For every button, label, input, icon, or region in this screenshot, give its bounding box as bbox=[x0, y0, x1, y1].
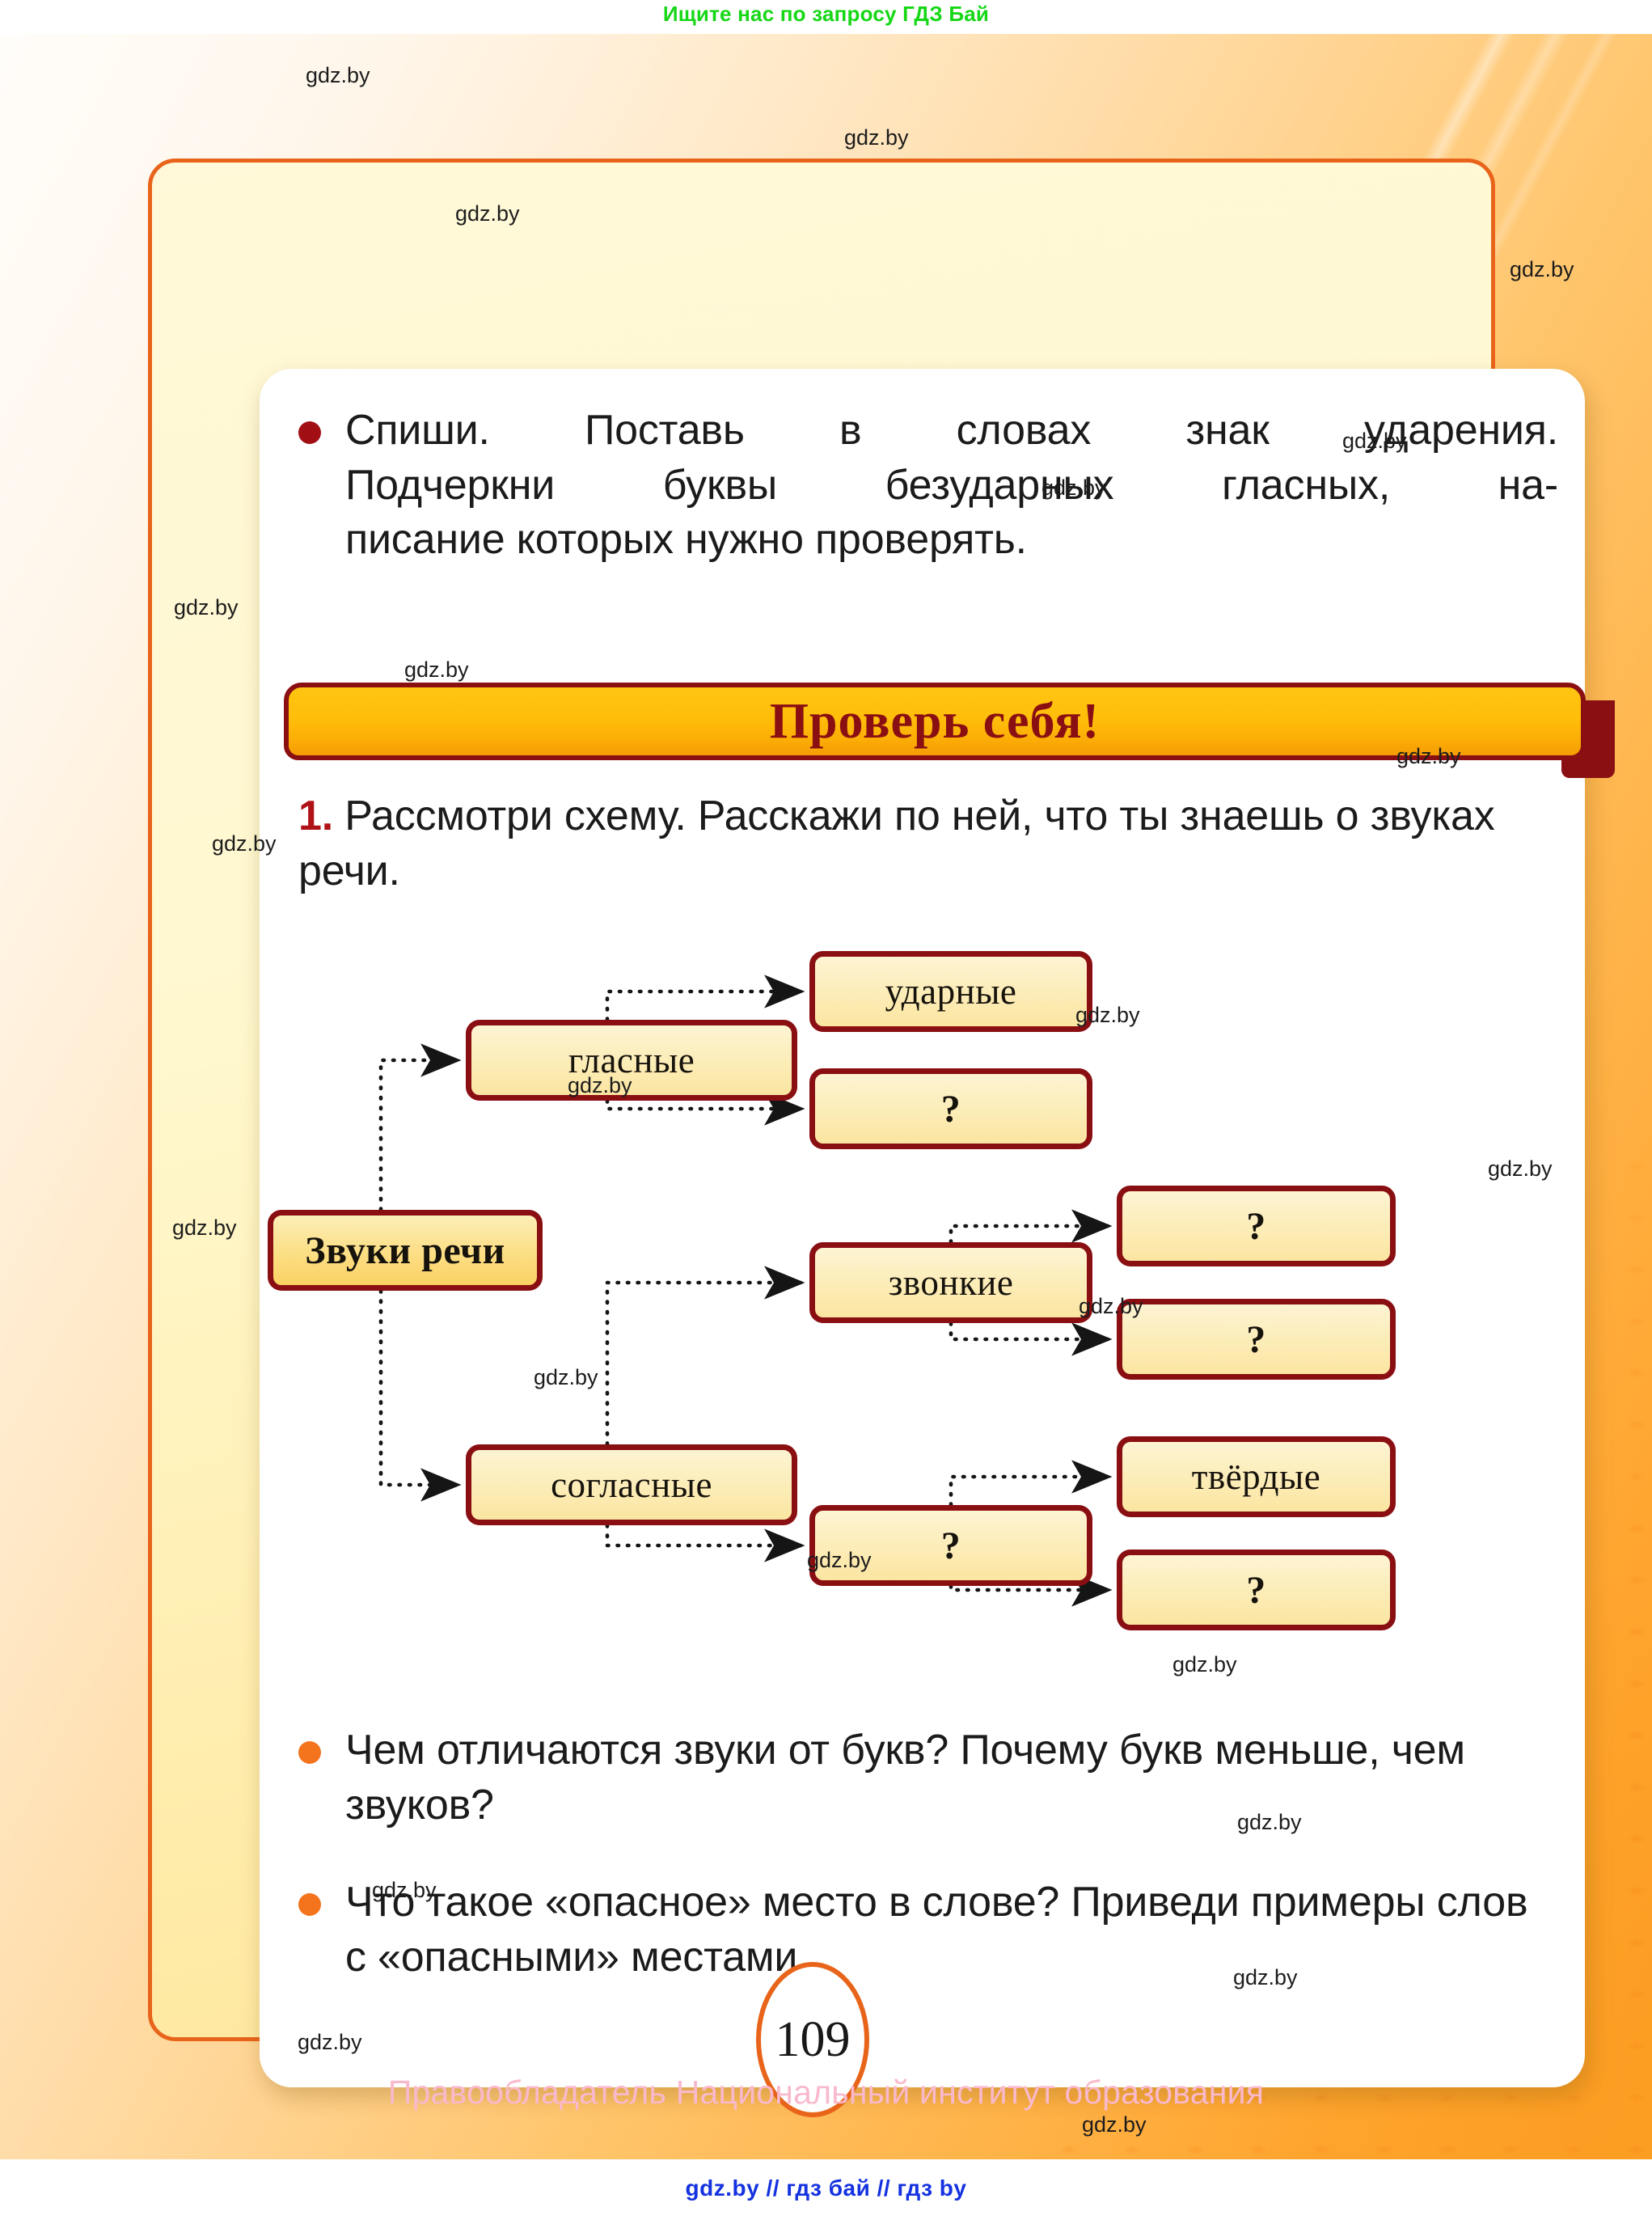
diagram-node-vowels-label: гласные bbox=[568, 1040, 695, 1080]
diagram-node-voiced-sub-2-label: ? bbox=[1246, 1317, 1266, 1361]
diagram-node-consonants-label: согласные bbox=[551, 1465, 712, 1505]
diagram-node-hard-label: твёрдые bbox=[1191, 1457, 1321, 1497]
task-1-text: 1. Рассмотри схему. Расскажи по ней, что… bbox=[298, 789, 1560, 898]
instruction-bullet-item: Спиши. Поставь в словах знак ударения. П… bbox=[298, 404, 1560, 568]
promo-text: Ищите нас по запросу ГДЗ Бай bbox=[662, 2, 990, 26]
instruction-line-2: Подчеркни буквы безударных гласных, на- bbox=[345, 461, 1558, 509]
question-bullet-item-2: Что такое «опасное» место в слове? Приве… bbox=[298, 1875, 1560, 1985]
promo-strip: Ищите нас по запросу ГДЗ Бай bbox=[0, 0, 1652, 34]
diagram-node-root: Звуки речи bbox=[268, 1210, 543, 1291]
diagram-node-voiced: звонкие bbox=[809, 1242, 1092, 1323]
diagram-node-voiced-sub-2: ? bbox=[1117, 1299, 1396, 1380]
diagram-node-root-label: Звуки речи bbox=[305, 1228, 505, 1272]
diagram-node-soft-blank: ? bbox=[1117, 1550, 1396, 1630]
task-1-body: Рассмотри схему. Расскажи по ней, что ты… bbox=[298, 793, 1495, 894]
task-1-number: 1. bbox=[298, 793, 333, 839]
diagram-node-voiceless-label: ? bbox=[940, 1524, 961, 1567]
diagram-node-stressed: ударные bbox=[809, 951, 1092, 1032]
diagram-node-voiced-label: звонкие bbox=[888, 1262, 1014, 1303]
edge-vowels-unstressed bbox=[605, 1092, 805, 1126]
edge-voiced-q2 bbox=[949, 1321, 1113, 1356]
diagram-node-soft-label: ? bbox=[1246, 1568, 1266, 1612]
bullet-dot-icon bbox=[298, 421, 321, 444]
instruction-line-3: писание которых нужно проверять. bbox=[345, 516, 1027, 564]
content-card: Спиши. Поставь в словах знак ударения. П… bbox=[260, 369, 1615, 2087]
diagram-node-voiced-sub-1-label: ? bbox=[1246, 1204, 1266, 1248]
diagram-node-unstressed-label: ? bbox=[940, 1087, 961, 1131]
edge-voiceless-hard bbox=[949, 1460, 1113, 1507]
instruction-line-1: Спиши. Поставь в словах знак ударения. bbox=[345, 407, 1558, 454]
edge-voiced-q1 bbox=[949, 1209, 1113, 1245]
diagram-node-voiced-sub-1: ? bbox=[1117, 1186, 1396, 1266]
question-bullet-text-2: Что такое «опасное» место в слове? Приве… bbox=[345, 1879, 1528, 1981]
diagram-node-stressed-label: ударные bbox=[885, 971, 1017, 1012]
instruction-text-block: Спиши. Поставь в словах знак ударения. П… bbox=[345, 404, 1558, 568]
diagram-node-consonants: согласные bbox=[466, 1444, 797, 1525]
banner-body: Проверь себя! bbox=[284, 683, 1586, 760]
diagram-node-voiceless-blank: ? bbox=[809, 1505, 1092, 1586]
copyright-watermark: Правообладатель Национальный институт об… bbox=[387, 2074, 1265, 2111]
edge-root-vowels bbox=[378, 1043, 462, 1212]
question-bullet-text-1: Чем отличаются звуки от букв? Почему бук… bbox=[345, 1727, 1465, 1829]
edge-vowels-stressed bbox=[605, 975, 805, 1022]
edge-consonants-voiceless bbox=[605, 1523, 805, 1562]
diagram-node-vowels: гласные bbox=[466, 1020, 797, 1101]
speech-sounds-diagram: Звуки речи гласные согласные ударные ? з… bbox=[260, 951, 1585, 1679]
page-number-badge: 109 bbox=[756, 1962, 869, 2117]
page-number: 109 bbox=[775, 2011, 851, 2067]
bullet-dot-icon bbox=[298, 1893, 321, 1916]
banner-title: Проверь себя! bbox=[769, 693, 1101, 749]
question-bullet-item-1: Чем отличаются звуки от букв? Почему бук… bbox=[298, 1723, 1560, 1833]
diagram-node-hard: твёрдые bbox=[1117, 1436, 1396, 1517]
edge-voiceless-soft bbox=[949, 1573, 1113, 1607]
edge-consonants-voiced bbox=[605, 1266, 805, 1447]
footer-strip: gdz.by // гдз бай // гдз by bbox=[0, 2159, 1652, 2224]
bullet-dot-icon bbox=[298, 1741, 321, 1764]
outer-page-frame: Спиши. Поставь в словах знак ударения. П… bbox=[148, 159, 1615, 2087]
diagram-node-unstressed-blank: ? bbox=[809, 1068, 1092, 1149]
check-yourself-banner: Проверь себя! bbox=[284, 683, 1615, 778]
footer-links[interactable]: gdz.by // гдз бай // гдз by bbox=[685, 2175, 967, 2201]
edge-root-consonants bbox=[378, 1288, 462, 1502]
